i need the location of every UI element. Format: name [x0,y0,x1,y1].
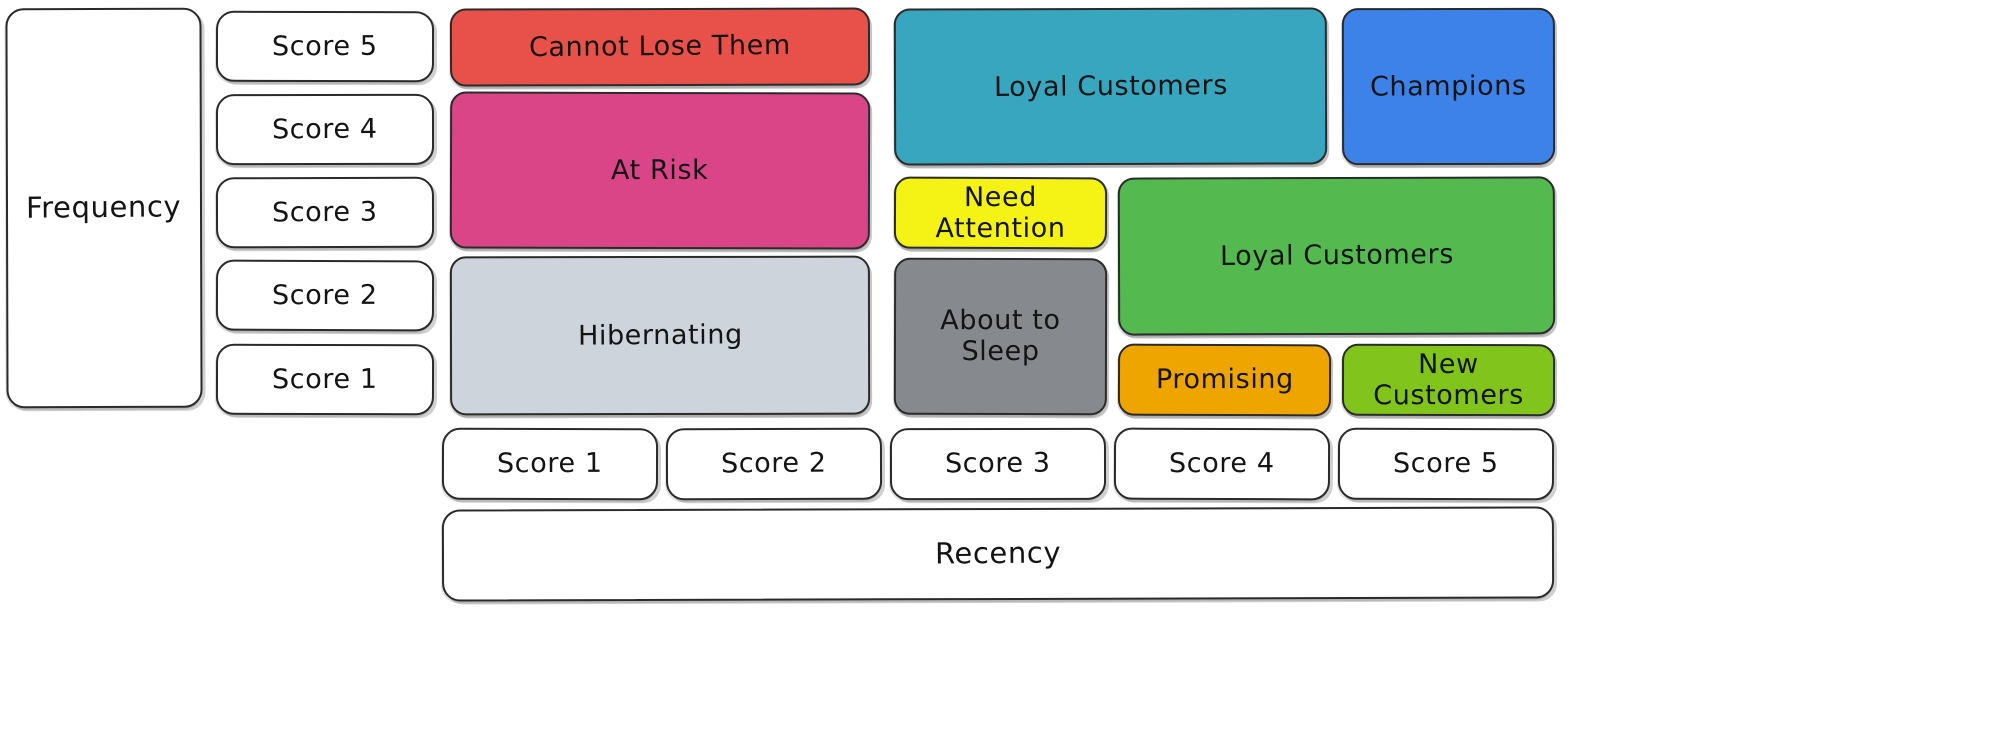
y-axis-score-4-label: Score 4 [272,113,378,146]
segment-loyal-customers-right-label: Loyal Customers [1219,239,1454,273]
x-axis-score-5[interactable]: Score 5 [1337,427,1555,501]
segment-cannot-lose-them[interactable]: Cannot Lose Them [449,7,871,87]
x-axis-score-3-label: Score 3 [945,448,1051,480]
y-axis-score-3[interactable]: Score 3 [215,176,435,249]
segment-at-risk-label: At Risk [611,154,709,187]
x-axis-score-1-label: Score 1 [497,448,603,480]
x-axis-score-4[interactable]: Score 4 [1113,427,1331,501]
segment-loyal-customers-upper[interactable]: Loyal Customers [893,7,1328,166]
y-axis-label-frequency: Frequency [5,7,203,409]
segment-new-customers[interactable]: New Customers [1341,343,1556,417]
segment-cannot-lose-them-label: Cannot Lose Them [528,30,792,64]
segment-promising[interactable]: Promising [1117,343,1332,417]
x-axis-score-4-label: Score 4 [1169,448,1275,480]
segment-promising-label: Promising [1155,364,1294,396]
y-axis-score-5[interactable]: Score 5 [215,10,435,83]
segment-about-to-sleep[interactable]: About to Sleep [893,257,1108,416]
y-axis-score-3-label: Score 3 [272,196,378,229]
segment-champions[interactable]: Champions [1341,7,1556,166]
y-axis-score-2[interactable]: Score 2 [215,259,435,332]
segment-need-attention[interactable]: Need Attention [893,176,1108,250]
segment-new-customers-label: New Customers [1373,348,1524,412]
x-axis-score-1[interactable]: Score 1 [441,427,659,501]
segment-hibernating-label: Hibernating [577,319,743,352]
segment-about-to-sleep-label: About to Sleep [940,305,1061,368]
y-axis-score-2-label: Score 2 [272,279,378,312]
x-axis-score-5-label: Score 5 [1393,448,1499,480]
segment-loyal-customers-right[interactable]: Loyal Customers [1117,176,1556,336]
y-axis-score-4[interactable]: Score 4 [215,93,435,166]
segment-loyal-customers-upper-label: Loyal Customers [993,69,1228,104]
y-axis-score-5-label: Score 5 [272,30,378,63]
y-axis-score-1-label: Score 1 [272,363,378,396]
y-axis-score-1[interactable]: Score 1 [215,343,435,416]
x-axis-score-2[interactable]: Score 2 [665,427,883,501]
x-axis-label-recency: Recency [441,506,1555,602]
segment-champions-label: Champions [1370,70,1527,103]
y-axis-label-text: Frequency [26,189,182,226]
x-axis-score-2-label: Score 2 [721,447,827,480]
segment-hibernating[interactable]: Hibernating [449,255,871,416]
x-axis-label-text: Recency [934,535,1062,571]
x-axis-score-3[interactable]: Score 3 [889,427,1107,501]
segment-at-risk[interactable]: At Risk [449,91,871,250]
segment-need-attention-label: Need Attention [935,181,1066,245]
